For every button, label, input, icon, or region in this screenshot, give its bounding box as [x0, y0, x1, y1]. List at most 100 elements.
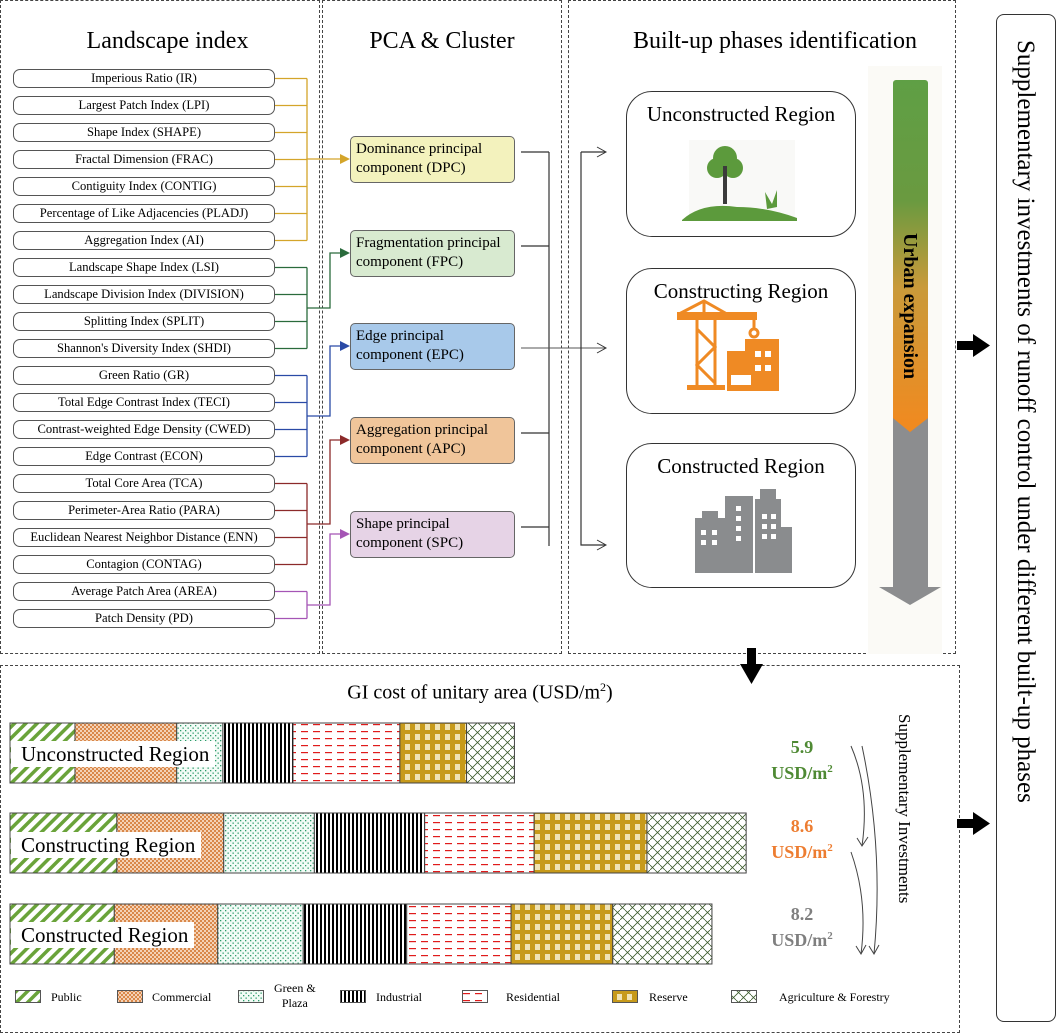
cost-value: 8.2	[790, 904, 814, 924]
urban-expansion-label: Urban expansion	[899, 233, 921, 380]
legend-swatch-industrial	[340, 990, 366, 1003]
index-box: Edge Contrast (ECON)	[13, 447, 275, 466]
pc-link-dpc	[306, 158, 342, 160]
index-box: Contagion (CONTAG)	[13, 555, 275, 574]
region-title: Constructing Region	[653, 279, 829, 303]
built-up-phases-panel	[568, 0, 956, 654]
region-box-unconstructed: Unconstructed Region	[626, 91, 856, 237]
landscape-index-title: Landscape index	[86, 28, 249, 54]
arrow-head-icon	[340, 154, 350, 164]
pc-label-line2: component (FPC)	[356, 254, 464, 270]
cost-unit: USD/m2	[771, 930, 833, 950]
arrow-to-outcome-bottom	[957, 812, 990, 835]
region-box-constructing: Constructing Region	[626, 268, 856, 414]
index-box: Total Core Area (TCA)	[13, 474, 275, 493]
arrow-head-icon	[596, 539, 608, 551]
bar-segment-reserve	[399, 722, 468, 784]
arrow-to-outcome-top	[957, 334, 990, 357]
region-title: Unconstructed Region	[646, 102, 836, 126]
index-box: Fractal Dimension (FRAC)	[13, 150, 275, 169]
index-box: Total Edge Contrast Index (TECI)	[13, 393, 275, 412]
pc-box-fpc: Fragmentation principal component (FPC)	[350, 230, 515, 277]
supplementary-investments-label: Supplementary Investments	[895, 714, 914, 904]
index-box: Splitting Index (SPLIT)	[13, 312, 275, 331]
bar-segment-agriculture-forestry	[646, 812, 747, 874]
legend-label: Reserve	[649, 990, 688, 1004]
bar-segment-industrial	[302, 903, 408, 965]
bar-segment-residential	[406, 903, 512, 965]
legend-swatch-green	[238, 990, 264, 1003]
pca-cluster-panel	[322, 0, 562, 654]
pc-box-dpc: Dominance principal component (DPC)	[350, 136, 515, 183]
bar-segment-reserve	[510, 903, 614, 965]
arrow-head-icon	[340, 248, 350, 258]
index-box: Percentage of Like Adjacencies (PLADJ)	[13, 204, 275, 223]
pca-cluster-title: PCA & Cluster	[369, 28, 515, 54]
bar-segment-residential	[292, 722, 401, 784]
bar-label-constructed: Constructed Region	[11, 922, 195, 948]
pc-label-line1: Dominance principal	[356, 141, 483, 157]
index-box: Patch Density (PD)	[13, 609, 275, 628]
pc-link-epc	[307, 345, 342, 417]
arrow-head-icon	[340, 435, 350, 445]
index-box: Landscape Division Index (DIVISION)	[13, 285, 275, 304]
cost-unconstructed: 5.9 USD/m2	[757, 736, 847, 784]
built-up-phases-title: Built-up phases identification	[633, 28, 917, 54]
legend-swatch-commercial	[117, 990, 143, 1003]
index-box: Green Ratio (GR)	[13, 366, 275, 385]
index-box: Contrast-weighted Edge Density (CWED)	[13, 420, 275, 439]
pc-label-line2: component (DPC)	[356, 160, 466, 176]
legend-label: Commercial	[152, 990, 212, 1004]
cost-value: 8.6	[790, 816, 814, 836]
pc-label-line1: Shape principal	[356, 516, 450, 532]
pc-label-line1: Aggregation principal	[356, 422, 489, 438]
pc-link-spc	[307, 533, 342, 606]
legend-swatch-residential	[462, 990, 488, 1003]
arrow-head-icon	[596, 342, 608, 354]
bar-label-constructing: Constructing Region	[11, 832, 202, 858]
cost-constructed: 8.2 USD/m2	[757, 903, 847, 951]
index-box: Shannon's Diversity Index (SHDI)	[13, 339, 275, 358]
bar-segment-residential	[424, 812, 535, 874]
legend-label: Industrial	[376, 990, 422, 1004]
legend-label: Green &Plaza	[274, 981, 316, 1010]
tree-icon	[682, 140, 797, 221]
legend-label: Agriculture & Forestry	[779, 990, 890, 1004]
legend-label: Public	[51, 990, 82, 1004]
pc-link-fpc	[307, 252, 342, 309]
pc-link-apc	[307, 439, 342, 525]
bar-segment-agriculture-forestry	[612, 903, 713, 965]
region-box-constructed: Constructed Region	[626, 443, 856, 588]
bar-segment-agriculture-forestry	[466, 722, 515, 784]
arrow-head-icon	[596, 146, 608, 158]
index-box: Largest Patch Index (LPI)	[13, 96, 275, 115]
crane-icon	[677, 299, 779, 391]
index-box: Contiguity Index (CONTIG)	[13, 177, 275, 196]
index-box: Aggregation Index (AI)	[13, 231, 275, 250]
index-box: Imperious Ratio (IR)	[13, 69, 275, 88]
index-box: Average Patch Area (AREA)	[13, 582, 275, 601]
phase-distributor	[580, 152, 605, 546]
legend-swatch-agriculture-forestry	[731, 990, 757, 1003]
arrow-head-icon	[340, 529, 350, 539]
bar-segment-industrial	[313, 812, 426, 874]
pc-label-line2: component (EPC)	[356, 347, 464, 363]
cost-unit: USD/m2	[771, 763, 833, 783]
pc-label-line1: Fragmentation principal	[356, 235, 501, 251]
index-box: Landscape Shape Index (LSI)	[13, 258, 275, 277]
outcome-label: Supplementary investments of runoff cont…	[1012, 40, 1039, 803]
arrow-to-cost-panel	[740, 648, 763, 684]
gi-cost-title: GI cost of unitary area (USD/m2)	[347, 680, 613, 704]
index-box: Perimeter-Area Ratio (PARA)	[13, 501, 275, 520]
index-box: Shape Index (SHAPE)	[13, 123, 275, 142]
legend-swatch-reserve	[612, 990, 638, 1003]
bar-segment-industrial	[222, 722, 294, 784]
cost-value: 5.9	[790, 737, 814, 757]
